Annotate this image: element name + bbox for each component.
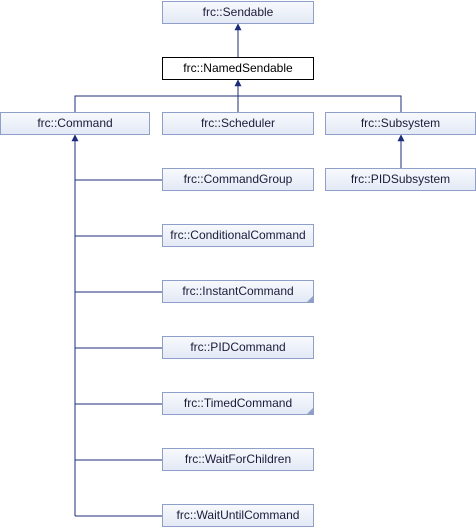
node-conditional-command[interactable]: frc::ConditionalCommand xyxy=(162,224,314,247)
node-instant-command-label: frc::InstantCommand xyxy=(182,284,294,298)
node-instant-command[interactable]: frc::InstantCommand xyxy=(162,280,314,303)
node-timed-command-label: frc::TimedCommand xyxy=(183,396,293,410)
node-pid-subsystem[interactable]: frc::PIDSubsystem xyxy=(325,168,476,191)
node-timed-command[interactable]: frc::TimedCommand xyxy=(162,392,314,415)
edge-command-branches xyxy=(75,179,162,517)
node-command[interactable]: frc::Command xyxy=(0,112,150,135)
node-wait-until-command[interactable]: frc::WaitUntilCommand xyxy=(162,504,314,527)
node-command-group[interactable]: frc::CommandGroup xyxy=(162,168,314,191)
edge-children-to-namedsendable xyxy=(74,95,402,112)
collapsed-corner-icon xyxy=(307,408,313,414)
node-named-sendable: frc::NamedSendable xyxy=(162,57,314,80)
collapsed-corner-icon xyxy=(307,296,313,302)
node-pid-command[interactable]: frc::PIDCommand xyxy=(162,336,314,359)
node-scheduler[interactable]: frc::Scheduler xyxy=(162,112,314,135)
node-sendable[interactable]: frc::Sendable xyxy=(162,1,314,24)
node-subsystem[interactable]: frc::Subsystem xyxy=(325,112,476,135)
node-wait-for-children[interactable]: frc::WaitForChildren xyxy=(162,448,314,471)
